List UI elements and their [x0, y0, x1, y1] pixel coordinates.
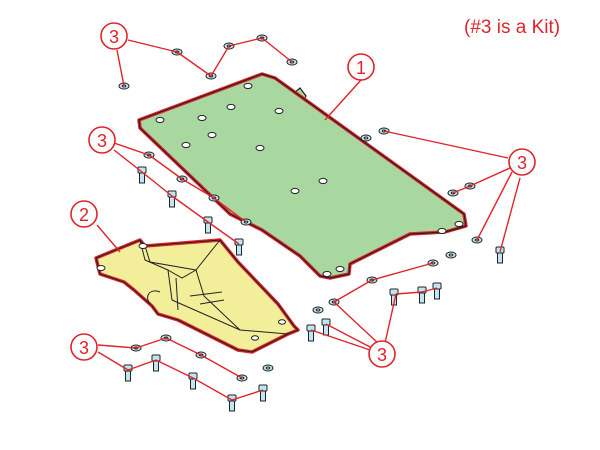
callout-2: 2: [70, 200, 98, 228]
callout-3-bottom-left: 3: [70, 333, 98, 361]
bolt: [258, 384, 268, 402]
callout-3-label: 3: [79, 338, 89, 358]
bolt: [321, 318, 331, 336]
callout-3-top-left: 3: [100, 22, 128, 50]
bolt: [417, 286, 427, 304]
bolt: [123, 364, 133, 382]
leader-lines: [96, 37, 521, 401]
washer: [360, 134, 372, 142]
bolt: [137, 166, 147, 184]
bolt: [167, 190, 177, 208]
callout-3-label: 3: [97, 131, 107, 151]
callout-3-label: 3: [377, 345, 387, 365]
kit-note: (#3 is a Kit): [464, 17, 561, 38]
callout-3-left-middle: 3: [88, 126, 116, 154]
mounting-bracket: [94, 238, 300, 354]
washer: [445, 251, 457, 259]
callout-3-label: 3: [517, 153, 527, 173]
callout-3-label: 3: [109, 27, 119, 47]
washer: [262, 364, 274, 372]
bolt: [203, 216, 213, 234]
bolt: [227, 394, 237, 412]
callout-1: 1: [347, 53, 375, 81]
callout-2-label: 2: [79, 205, 89, 225]
callout-3-right: 3: [508, 148, 536, 176]
bolt: [188, 372, 198, 390]
callout-1-label: 1: [356, 58, 366, 78]
bolt: [306, 324, 316, 342]
bolts: [123, 166, 505, 412]
washer: [312, 306, 324, 314]
bolt: [432, 282, 442, 300]
callout-3-bottom-right: 3: [368, 340, 396, 368]
bolt: [151, 354, 161, 372]
